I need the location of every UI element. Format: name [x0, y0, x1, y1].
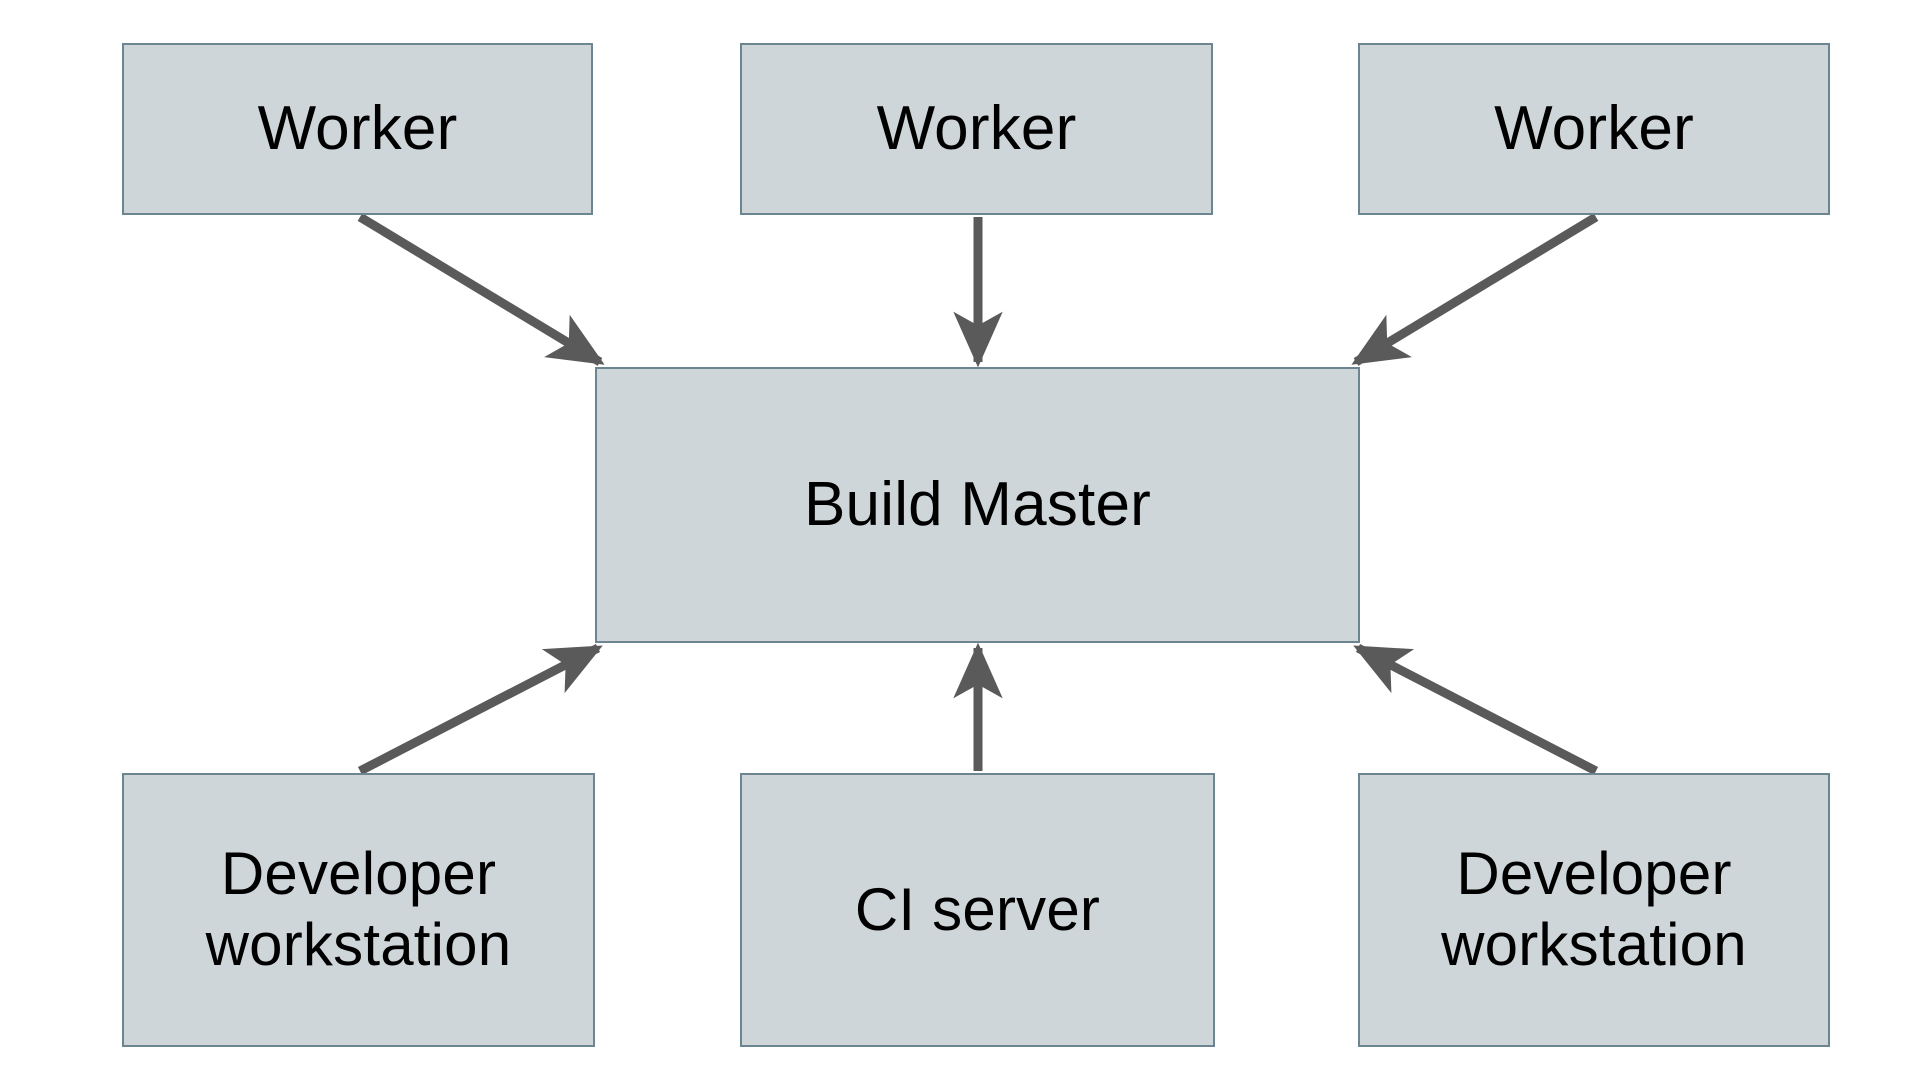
node-worker-3[interactable]: Worker — [1358, 43, 1830, 215]
edge-devright-to-master — [1353, 644, 1599, 775]
node-developer-workstation-right[interactable]: Developer workstation — [1358, 773, 1830, 1047]
node-label-worker-1: Worker — [257, 94, 458, 164]
node-label-worker-2: Worker — [876, 94, 1077, 164]
node-label-ci-server: CI server — [854, 875, 1101, 943]
edge-worker3-to-master — [1351, 213, 1599, 366]
node-build-master[interactable]: Build Master — [595, 367, 1360, 643]
node-worker-1[interactable]: Worker — [122, 43, 593, 215]
node-label-developer-workstation-right: Developer workstation — [1441, 840, 1747, 978]
node-label-build-master: Build Master — [804, 470, 1151, 540]
node-worker-2[interactable]: Worker — [740, 43, 1213, 215]
node-label-developer-workstation-left: Developer workstation — [205, 840, 512, 978]
edge-devleft-to-master — [357, 644, 603, 775]
node-label-worker-3: Worker — [1494, 94, 1694, 164]
node-developer-workstation-left[interactable]: Developer workstation — [122, 773, 595, 1047]
edge-worker1-to-master — [357, 213, 605, 366]
node-ci-server[interactable]: CI server — [740, 773, 1215, 1047]
